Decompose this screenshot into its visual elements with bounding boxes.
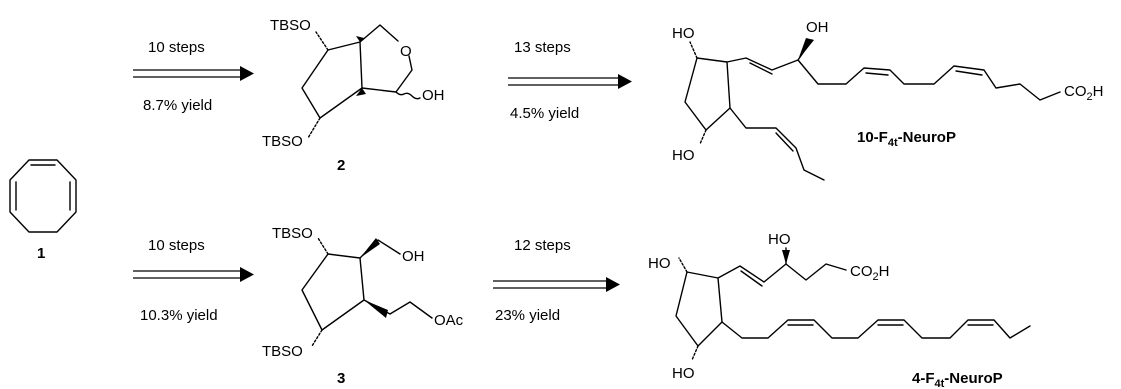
bottom-step1-yield: 10.3% yield <box>140 307 218 324</box>
arrow-top-step2 <box>508 74 632 89</box>
product-top-ho-top: HO <box>672 25 695 42</box>
arrow-top-step1 <box>133 66 254 81</box>
compound-3-label: 3 <box>337 370 345 387</box>
product-bottom-ho-top: HO <box>648 255 671 272</box>
product-4-f4t-neurop-structure <box>675 247 1031 361</box>
compound-3-hydroxyl: OH <box>402 248 425 265</box>
compound-2-label: 2 <box>337 157 345 174</box>
product-top-side-oh: OH <box>806 19 829 36</box>
product-bottom-side-ho: HO <box>768 231 791 248</box>
compound-2-tbso-top: TBSO <box>270 17 311 34</box>
compound-1-label: 1 <box>37 245 45 262</box>
arrow-bottom-step1 <box>133 267 254 282</box>
product-10-f4t-neurop-structure <box>684 38 1061 181</box>
compound-3-tbso-top: TBSO <box>272 225 313 242</box>
product-top-name: 10-F4t-NeuroP <box>857 129 956 149</box>
compound-3-acetate: OAc <box>434 312 464 329</box>
compound-3-tbso-bottom: TBSO <box>262 343 303 360</box>
compound-1-structure <box>9 159 77 233</box>
compound-2-tbso-bottom: TBSO <box>262 133 303 150</box>
top-step1-steps: 10 steps <box>148 39 205 56</box>
top-step2-steps: 13 steps <box>514 39 571 56</box>
compound-2-hydroxyl: OH <box>422 87 445 104</box>
product-bottom-ho-bottom: HO <box>672 365 695 382</box>
bottom-step1-steps: 10 steps <box>148 237 205 254</box>
product-top-ho-bottom: HO <box>672 147 695 164</box>
compound-3-structure <box>301 237 433 347</box>
top-step1-yield: 8.7% yield <box>143 97 212 114</box>
product-bottom-name: 4-F4t-NeuroP <box>912 370 1003 389</box>
arrow-bottom-step2 <box>493 277 620 292</box>
product-bottom-carboxylic-acid: CO2H <box>850 263 889 283</box>
bottom-step2-steps: 12 steps <box>514 237 571 254</box>
product-top-carboxylic-acid: CO2H <box>1064 83 1103 103</box>
top-step2-yield: 4.5% yield <box>510 105 579 122</box>
compound-2-ring-oxygen: O <box>400 43 412 60</box>
compound-2-structure <box>301 24 421 139</box>
bottom-step2-yield: 23% yield <box>495 307 560 324</box>
